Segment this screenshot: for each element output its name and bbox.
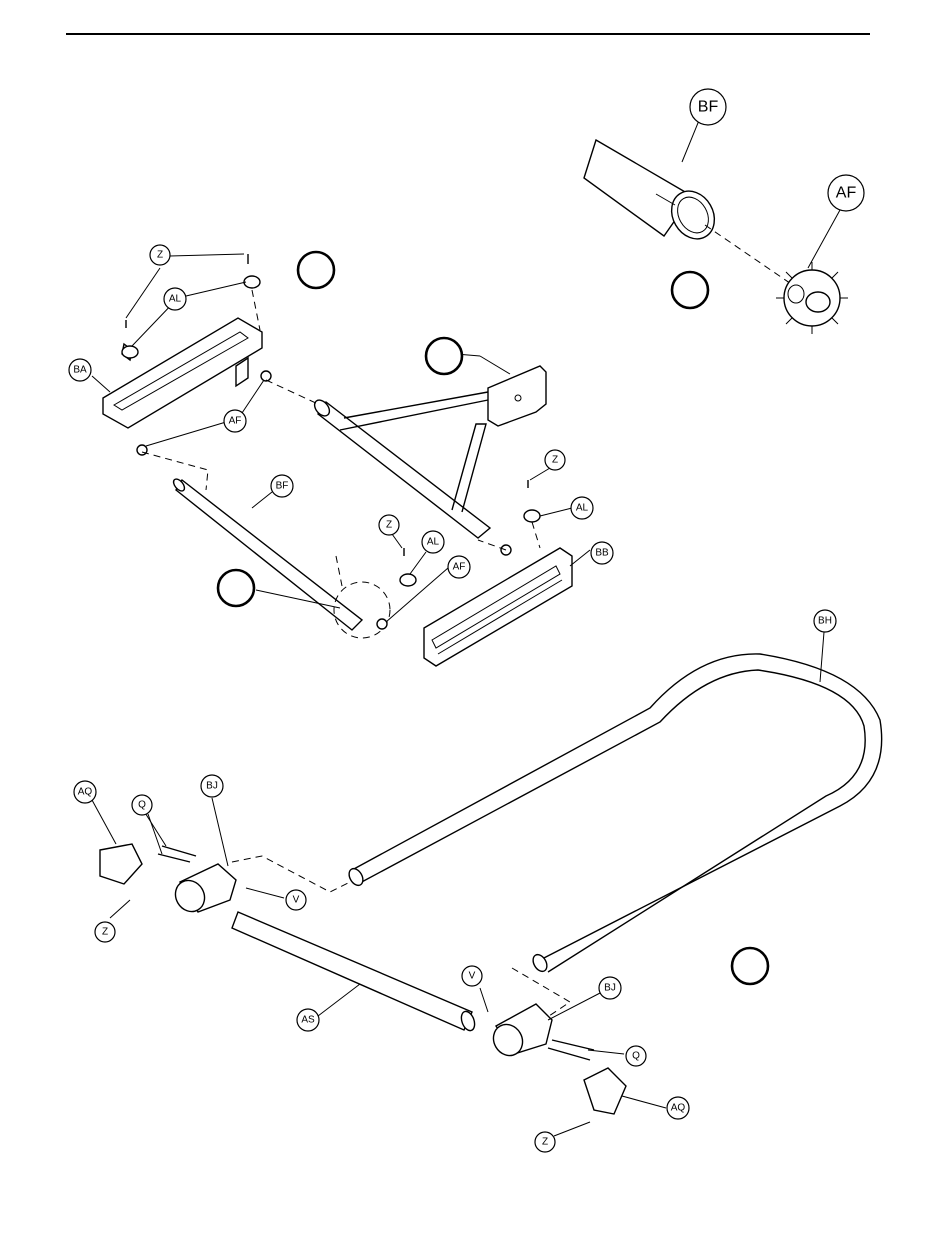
tube-detail <box>584 140 723 247</box>
assembly-lines-upper <box>142 290 540 586</box>
hardware <box>122 254 540 629</box>
step-marker-5 <box>732 948 768 984</box>
step-marker-1 <box>298 252 334 288</box>
callout-bh: BH <box>814 610 836 632</box>
svg-text:Z: Z <box>386 520 392 531</box>
callout-bf-mid: BF <box>271 475 293 497</box>
svg-text:Q: Q <box>138 800 146 811</box>
svg-text:AS: AS <box>301 1015 315 1026</box>
svg-text:BJ: BJ <box>206 781 218 792</box>
crossbar <box>232 912 477 1032</box>
callout-bj-right: BJ <box>599 977 621 999</box>
svg-text:AF: AF <box>229 416 242 427</box>
callout-q-right: Q <box>626 1046 646 1066</box>
svg-text:BJ: BJ <box>604 983 616 994</box>
star-washer <box>776 262 848 334</box>
svg-text:BF: BF <box>276 481 289 492</box>
tube-washer-axis <box>705 225 800 290</box>
svg-text:V: V <box>469 971 476 982</box>
callout-al-top: AL <box>164 288 186 310</box>
callout-af-mid: AF <box>448 556 470 578</box>
callout-bf-detail: BF <box>690 89 726 125</box>
callout-z-bottom: Z <box>535 1132 555 1152</box>
callout-al-right: AL <box>571 497 593 519</box>
left-tee <box>100 844 236 917</box>
svg-text:Z: Z <box>552 455 558 466</box>
callout-af-left: AF <box>224 410 246 432</box>
svg-text:Z: Z <box>157 250 163 261</box>
right-tee <box>488 1004 626 1114</box>
svg-text:BA: BA <box>73 365 87 376</box>
step-marker-3 <box>426 338 462 374</box>
u-handle <box>346 654 881 974</box>
right-bracket <box>424 548 572 666</box>
callout-bj-left: BJ <box>201 775 223 797</box>
svg-text:AF: AF <box>453 562 466 573</box>
callout-q-left: Q <box>132 795 152 815</box>
callout-aq-left: AQ <box>74 781 96 803</box>
callout-as: AS <box>297 1009 319 1031</box>
callout-z-right: Z <box>545 450 565 470</box>
svg-text:AL: AL <box>427 537 440 548</box>
svg-text:Z: Z <box>542 1137 548 1148</box>
callout-z-mid: Z <box>379 515 399 535</box>
step-marker-4 <box>218 570 254 606</box>
callout-af-detail: AF <box>828 175 864 211</box>
callout-z-top: Z <box>150 245 170 265</box>
svg-text:AL: AL <box>169 294 182 305</box>
callout-al-mid: AL <box>422 531 444 553</box>
callout-aq-right: AQ <box>667 1097 689 1119</box>
svg-text:AF: AF <box>836 185 857 202</box>
svg-text:Q: Q <box>632 1051 640 1062</box>
step-marker-2 <box>672 272 708 308</box>
callout-bb: BB <box>591 542 613 564</box>
svg-text:Z: Z <box>102 927 108 938</box>
callout-z-left: Z <box>95 922 115 942</box>
svg-text:BB: BB <box>595 548 609 559</box>
callout-v-left: V <box>286 890 306 910</box>
svg-text:AQ: AQ <box>671 1103 686 1114</box>
svg-text:AL: AL <box>576 503 589 514</box>
svg-text:BH: BH <box>818 616 832 627</box>
svg-text:BF: BF <box>698 99 719 116</box>
callout-ba: BA <box>69 359 91 381</box>
svg-text:AQ: AQ <box>78 787 93 798</box>
callout-v-right: V <box>462 966 482 986</box>
svg-text:V: V <box>293 895 300 906</box>
